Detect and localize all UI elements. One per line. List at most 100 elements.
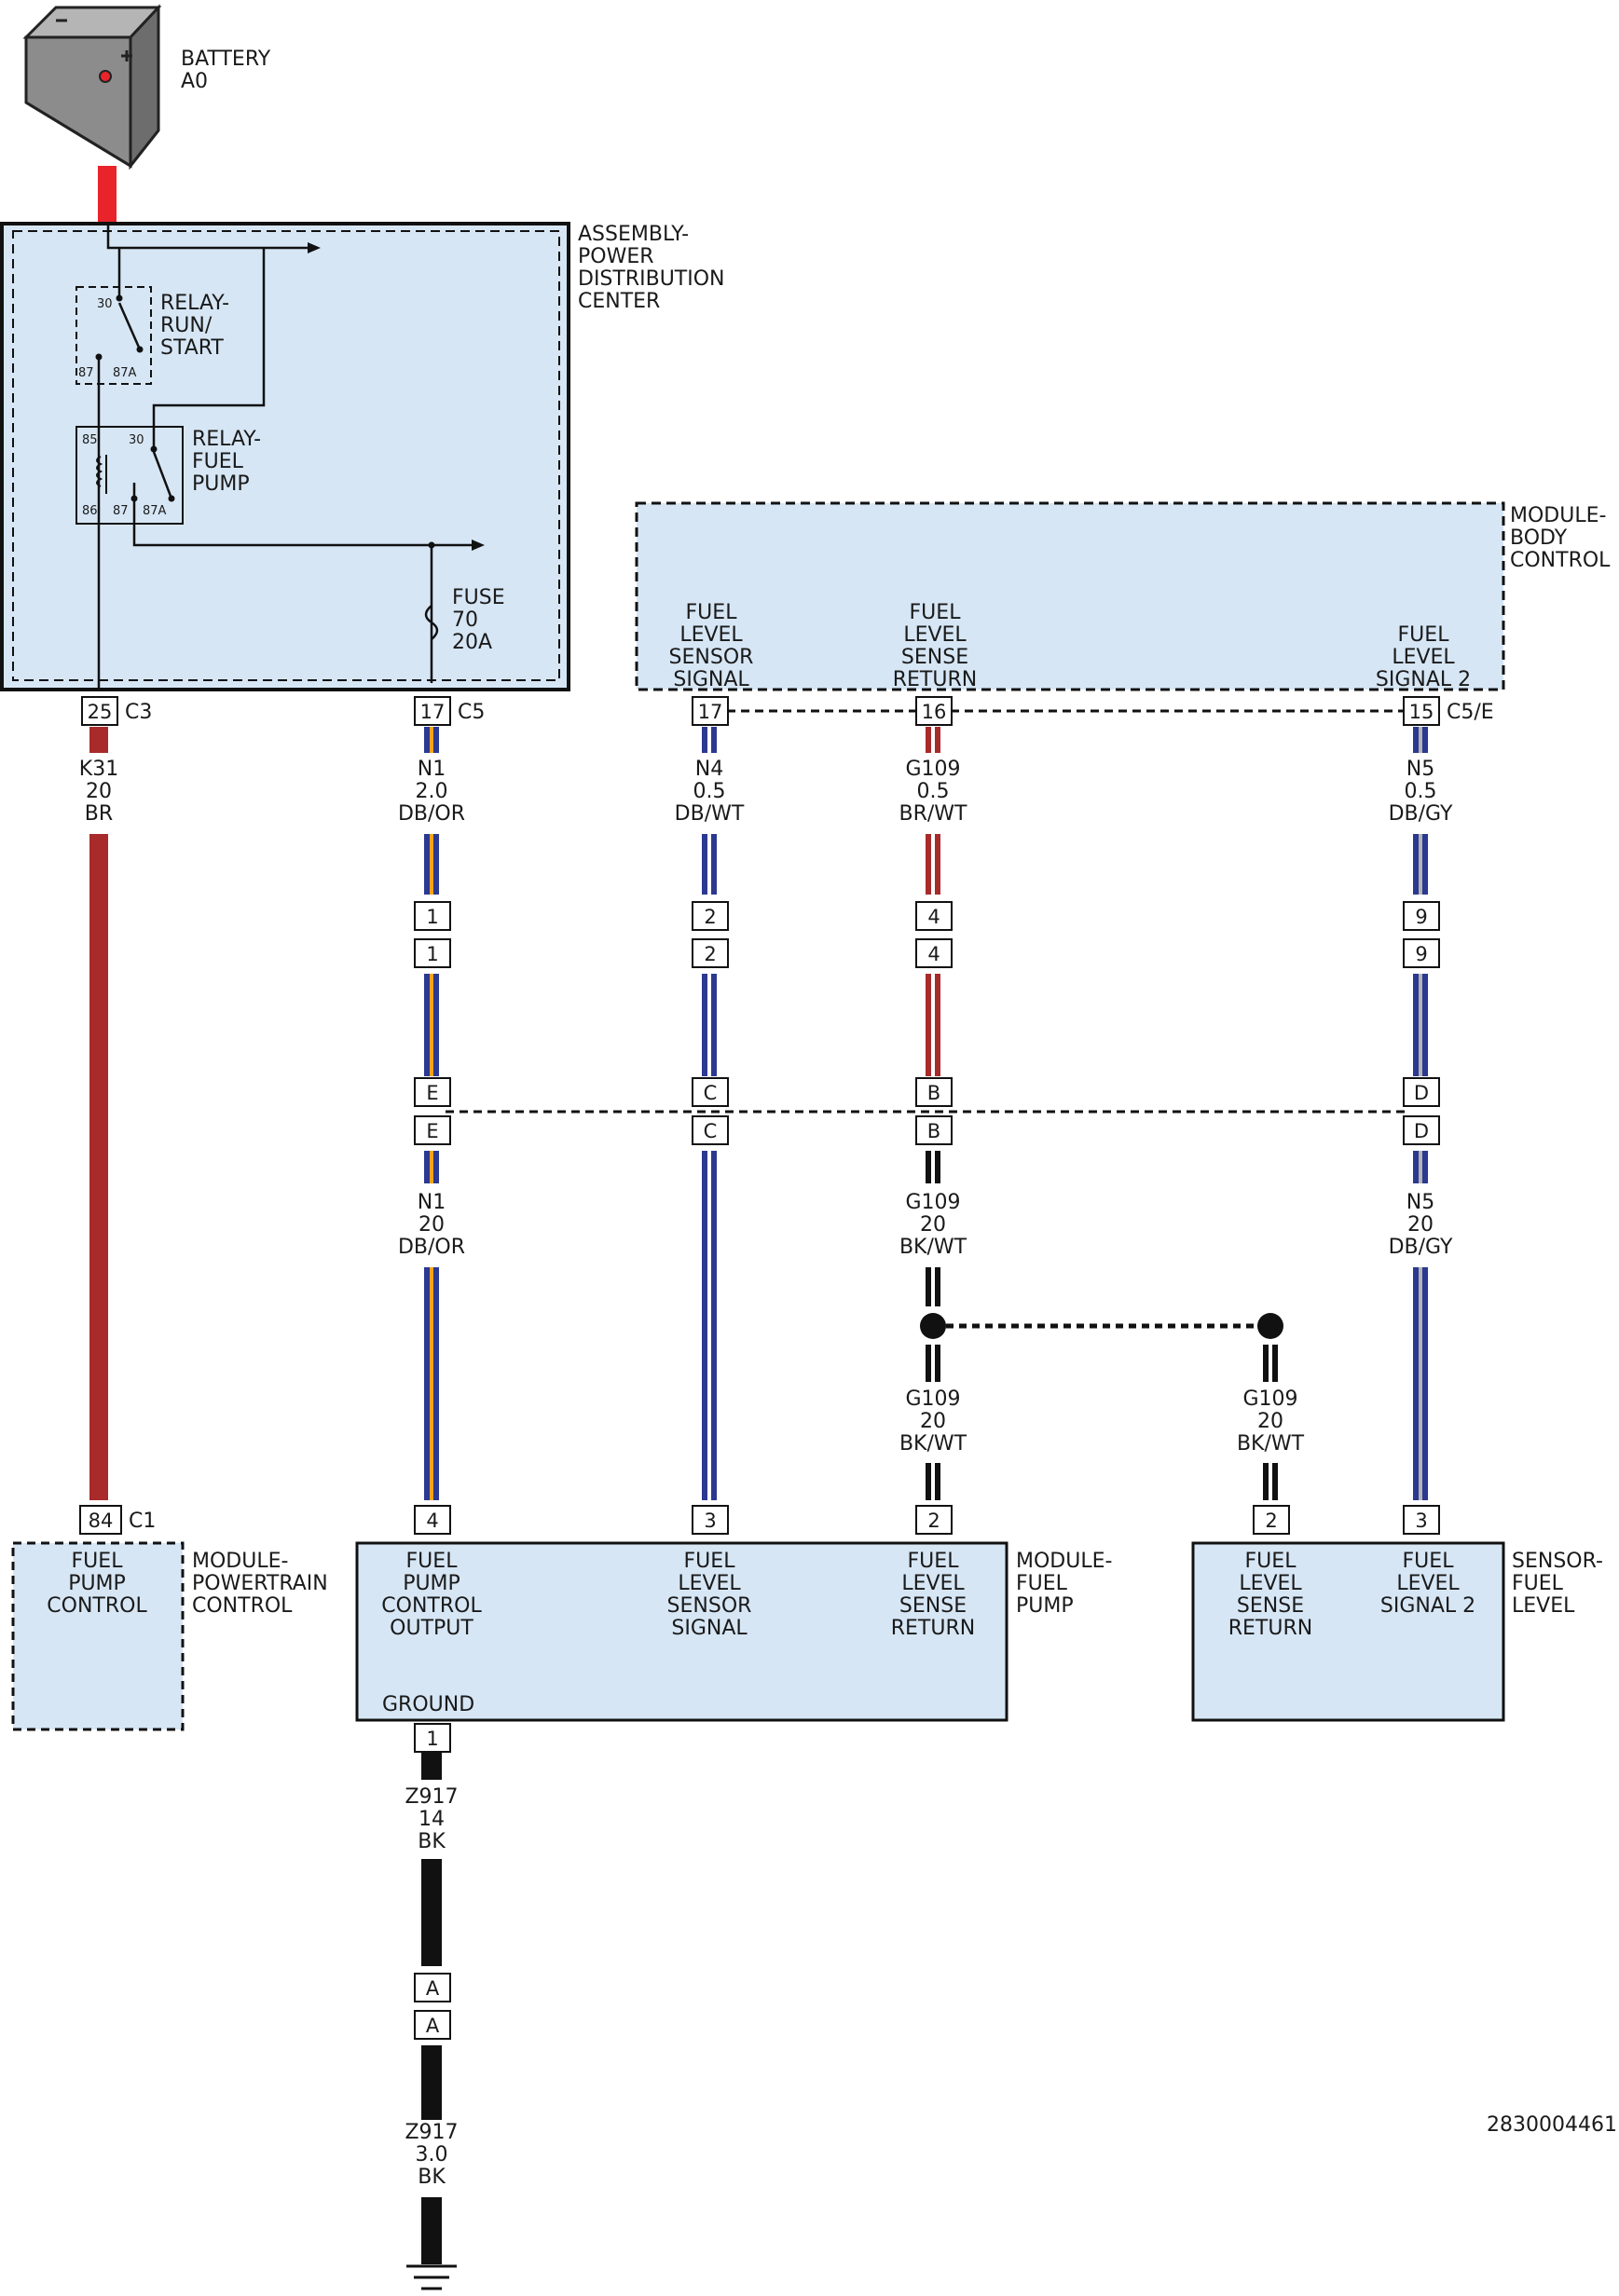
connector-c5: C5 bbox=[458, 701, 485, 724]
pin-box-bcm-n5 bbox=[1403, 696, 1440, 726]
bcm-t2-0: FUEL bbox=[910, 601, 962, 624]
sensor-t2-1: LEVEL bbox=[1396, 1572, 1460, 1595]
document-number: 2830004461 bbox=[1487, 2113, 1617, 2137]
pin-in2-n4-b: C bbox=[704, 1120, 718, 1142]
fpm-t2-2: SENSOR bbox=[667, 1594, 752, 1618]
pin-box-fpm-n1 bbox=[414, 1505, 451, 1535]
fpm-t3-0: FUEL bbox=[908, 1550, 960, 1573]
splice-dot-module bbox=[920, 1313, 946, 1339]
wire-n5-upper-gauge: 0.5 bbox=[1405, 780, 1437, 803]
relay-fp-label-1: FUEL bbox=[192, 450, 244, 473]
pin-in1-n1-b: 1 bbox=[426, 943, 438, 965]
relay-rs-pin-30: 30 bbox=[97, 297, 113, 311]
pin-in1-n4-b: 2 bbox=[704, 943, 716, 965]
wire-n1-lower-id: N1 bbox=[418, 1191, 446, 1214]
pin-in2-g109-a: B bbox=[927, 1082, 940, 1104]
relay-rs-label-2: START bbox=[160, 336, 224, 360]
pin-box-in1-g109-b bbox=[915, 938, 953, 968]
pdc-name-0: ASSEMBLY- bbox=[578, 223, 689, 246]
wire-n1-lower-color: DB/OR bbox=[398, 1236, 465, 1259]
fpm-t3-1: LEVEL bbox=[901, 1572, 965, 1595]
wire-z917-lower-id: Z917 bbox=[405, 2121, 458, 2144]
pcm-name-2: CONTROL bbox=[192, 1594, 293, 1618]
pin-box-pcm bbox=[79, 1505, 122, 1535]
wire-n1-upper-color: DB/OR bbox=[398, 802, 465, 826]
wire-z917-lower-gauge: 3.0 bbox=[416, 2143, 448, 2166]
sensor-block bbox=[1191, 1541, 1505, 1722]
pdc-name-3: CENTER bbox=[578, 290, 660, 313]
relay-rs-label-1: RUN/ bbox=[160, 314, 213, 337]
wire-n5-lower-color: DB/GY bbox=[1389, 1236, 1453, 1259]
sensor-t1-1: LEVEL bbox=[1239, 1572, 1302, 1595]
pin-bcm-n5: 15 bbox=[1409, 701, 1434, 723]
fpm-t2-3: SIGNAL bbox=[671, 1617, 748, 1640]
pcm-terminal-1: PUMP bbox=[68, 1572, 126, 1595]
wire-n1-upper-id: N1 bbox=[418, 758, 446, 781]
wire-g109 bbox=[926, 727, 1278, 1500]
pin-fpm-n4: 3 bbox=[704, 1510, 716, 1532]
fpm-t3-3: RETURN bbox=[891, 1617, 975, 1640]
bcm-t3-0: FUEL bbox=[1398, 623, 1450, 647]
pcm-name-1: POWERTRAIN bbox=[192, 1572, 328, 1595]
bcm-t1-2: SENSOR bbox=[669, 646, 754, 669]
pin-box-in2-n5-b bbox=[1403, 1115, 1440, 1145]
bcm-t1-1: LEVEL bbox=[679, 623, 743, 647]
wire-z917 bbox=[421, 1752, 442, 2264]
sensor-t2-0: FUEL bbox=[1403, 1550, 1455, 1573]
wire-k31 bbox=[89, 727, 108, 1500]
wire-n5-upper-color: DB/GY bbox=[1389, 802, 1453, 826]
wire-n4 bbox=[702, 727, 717, 1500]
wire-g109-module-id: G109 bbox=[905, 1387, 960, 1411]
fpm-t1-3: OUTPUT bbox=[390, 1617, 473, 1640]
wire-n4-upper-gauge: 0.5 bbox=[693, 780, 726, 803]
wire-g109-upper-color: BR/WT bbox=[899, 802, 968, 826]
pcm-block bbox=[11, 1541, 185, 1731]
pin-box-bcm-g109 bbox=[915, 696, 953, 726]
bcm-t3-1: LEVEL bbox=[1392, 646, 1455, 669]
wire-k31-id: K31 bbox=[79, 758, 118, 781]
sensor-t1-0: FUEL bbox=[1245, 1550, 1297, 1573]
pin-in2-n5-a: D bbox=[1414, 1082, 1429, 1104]
pin-sensor-n5: 3 bbox=[1415, 1510, 1427, 1532]
fpm-ground-label: GROUND bbox=[382, 1693, 474, 1716]
relay-fp-label-0: RELAY- bbox=[192, 428, 261, 451]
pin-bcm-n4: 17 bbox=[698, 701, 723, 723]
pin-box-ground-a bbox=[414, 1973, 451, 2002]
wire-g109-sensor-id: G109 bbox=[1242, 1387, 1297, 1411]
pin-pcm: 84 bbox=[89, 1510, 114, 1532]
wire-g109-lower-id: G109 bbox=[905, 1191, 960, 1214]
relay-fp-pin-87a: 87A bbox=[143, 504, 167, 518]
wire-g109-module-color: BK/WT bbox=[899, 1432, 967, 1456]
pin-box-in1-n4-b bbox=[692, 938, 729, 968]
pin-box-fpm-ground bbox=[414, 1723, 451, 1753]
relay-rs-pin-87a: 87A bbox=[113, 366, 137, 380]
pin-box-in2-g109-b bbox=[915, 1115, 953, 1145]
fpm-name-0: MODULE- bbox=[1016, 1550, 1112, 1573]
wire-g109-upper-gauge: 0.5 bbox=[917, 780, 950, 803]
pin-in2-g109-b: B bbox=[927, 1120, 940, 1142]
sensor-name-1: FUEL bbox=[1512, 1572, 1564, 1595]
fpm-t1-2: CONTROL bbox=[381, 1594, 482, 1618]
pin-fpm-ground: 1 bbox=[426, 1728, 438, 1750]
bcm-name-2: CONTROL bbox=[1510, 549, 1611, 572]
pin-box-fpm-g109 bbox=[915, 1505, 953, 1535]
bcm-t1-0: FUEL bbox=[686, 601, 738, 624]
relay-fp-pin-30: 30 bbox=[129, 433, 144, 447]
relay-fp-pin-87: 87 bbox=[113, 504, 129, 518]
pin-box-pdc-k31 bbox=[81, 696, 118, 726]
pcm-name-0: MODULE- bbox=[192, 1550, 288, 1573]
pin-box-in1-n5-a bbox=[1403, 901, 1440, 931]
sensor-name-2: LEVEL bbox=[1512, 1594, 1575, 1618]
fpm-name-1: FUEL bbox=[1016, 1572, 1068, 1595]
sensor-t1-3: RETURN bbox=[1228, 1617, 1312, 1640]
wire-g109-lower-gauge: 20 bbox=[920, 1213, 946, 1237]
pin-box-in1-n4-a bbox=[692, 901, 729, 931]
pin-box-in2-n4-b bbox=[692, 1115, 729, 1145]
pin-pdc-n1: 17 bbox=[420, 701, 446, 723]
wire-z917-upper-id: Z917 bbox=[405, 1785, 458, 1809]
fpm-t3-2: SENSE bbox=[899, 1594, 967, 1618]
pin-box-in2-g109-a bbox=[915, 1077, 953, 1107]
pin-box-in1-g109-a bbox=[915, 901, 953, 931]
connector-c1: C1 bbox=[129, 1510, 156, 1533]
relay-rs-label-0: RELAY- bbox=[160, 292, 229, 315]
